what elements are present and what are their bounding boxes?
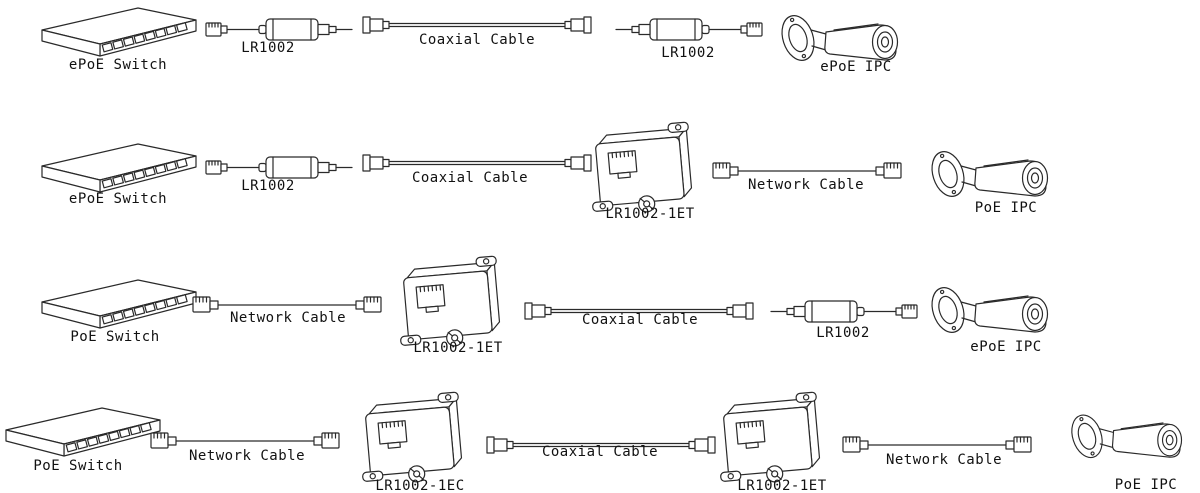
coaxial-cable-icon [362,154,592,172]
switch-icon [5,407,161,457]
topology-row-1: ePoE Switch LR1002 Coaxial Cable LR1002 … [41,7,899,75]
device-label: ePoE IPC [970,339,1041,355]
device-lr1002: LR1002 [205,156,353,194]
lr1002-icon [615,18,763,41]
bullet-camera-icon [926,146,1049,202]
device-label: ePoE Switch [69,191,167,207]
cable-network: Network Cable [712,162,902,193]
cable-network: Network Cable [192,296,382,326]
device-label: PoE Switch [70,329,159,345]
converter-box-icon [713,391,824,488]
device-label: LR1002 [816,325,870,341]
switch-icon [41,7,197,57]
lr1002-icon [205,156,353,179]
lr1002-icon [205,18,353,41]
lr1002-icon [770,300,918,323]
network-cable-icon [842,436,1032,453]
cable-label: Coaxial Cable [419,32,535,48]
cable-label: Network Cable [189,448,305,464]
topology-row-2: ePoE Switch LR1002 Coaxial Cable LR1002-… [41,121,1049,222]
network-cable-icon [712,162,902,179]
device-label: LR1002-1ET [605,206,694,222]
device-lr1002-mirrored: LR1002 [615,18,763,61]
device-poe-ipc: PoE IPC [926,146,1049,216]
cable-coaxial: Coaxial Cable [524,302,754,328]
device-label: PoE IPC [1115,477,1178,493]
device-epoe-switch: ePoE Switch [41,7,197,73]
device-epoe-switch: ePoE Switch [41,143,197,207]
device-label: LR1002-1EC [375,478,464,493]
device-lr1002: LR1002 [205,18,353,56]
cable-label: Network Cable [886,452,1002,468]
device-label: LR1002-1ET [413,340,502,356]
cable-coaxial: Coaxial Cable [362,154,592,186]
topology-row-3: PoE Switch Network Cable LR1002-1ET Coax… [41,255,1049,356]
device-epoe-ipc: ePoE IPC [776,10,899,75]
topology-row-4: PoE Switch Network Cable LR1002-1EC Coax… [5,391,1183,493]
network-cable-icon [150,432,340,449]
device-label: LR1002 [241,40,295,56]
device-label: PoE IPC [975,200,1038,216]
device-epoe-ipc: ePoE IPC [926,282,1049,355]
device-label: LR1002 [661,45,715,61]
cable-coaxial: Coaxial Cable [362,16,592,48]
cable-label: Network Cable [748,177,864,193]
cable-network: Network Cable [150,432,340,464]
cable-label: Network Cable [230,310,346,326]
device-label: LR1002 [241,178,295,194]
cable-coaxial: Coaxial Cable [486,436,716,460]
bullet-camera-icon [926,282,1049,338]
device-lr1002-1et: LR1002-1ET [713,391,826,493]
switch-icon [41,143,197,193]
device-lr1002-1et: LR1002-1ET [393,255,504,356]
device-lr1002-1et: LR1002-1ET [585,121,696,222]
device-label: LR1002-1ET [737,478,826,493]
device-label: ePoE Switch [69,57,167,73]
device-label: ePoE IPC [820,59,891,75]
device-lr1002-1ec: LR1002-1EC [355,391,466,493]
device-lr1002-mirrored: LR1002 [770,300,918,341]
device-poe-switch: PoE Switch [41,279,197,345]
bullet-camera-icon [1066,410,1183,463]
device-poe-switch: PoE Switch [5,407,161,474]
coaxial-cable-icon [362,16,592,34]
cable-label: Coaxial Cable [412,170,528,186]
device-label: PoE Switch [33,458,122,474]
switch-icon [41,279,197,329]
cable-label: Coaxial Cable [582,312,698,328]
converter-box-icon [393,255,504,352]
converter-box-icon [355,391,466,488]
cable-label: Coaxial Cable [542,444,658,460]
converter-box-icon [585,121,696,218]
bullet-camera-icon [776,10,899,66]
cable-network: Network Cable [842,436,1032,468]
device-poe-ipc: PoE IPC [1066,410,1183,493]
